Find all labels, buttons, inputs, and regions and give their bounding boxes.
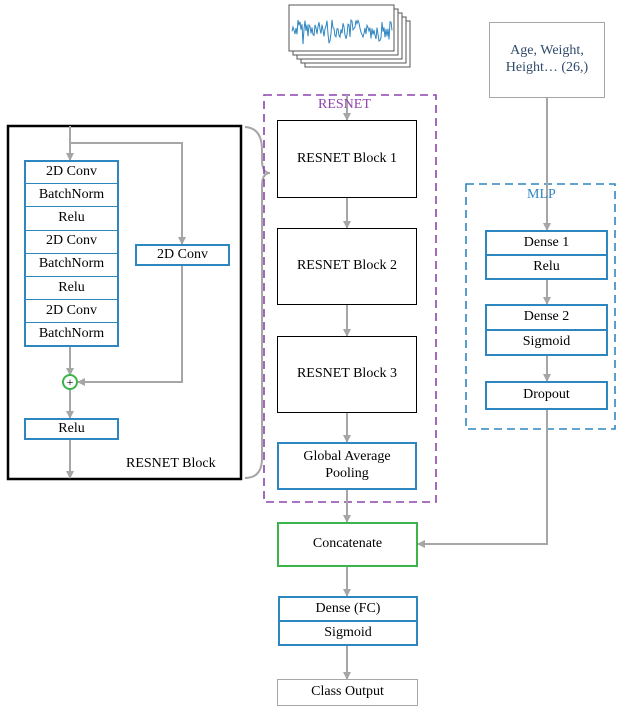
resnet-container xyxy=(263,94,437,503)
mlp-dense1-label: Dense 1 xyxy=(523,234,570,250)
mlp-dropout-label: Dropout xyxy=(523,387,570,403)
resblock-layer-3: Relu xyxy=(24,206,119,231)
resblock-relu-box: Relu xyxy=(24,418,119,440)
shortcut-conv-label: 2D Conv xyxy=(157,246,208,262)
add-node-icon xyxy=(62,374,78,390)
resnet-block-3-label: RESNET Block 3 xyxy=(296,366,398,382)
add-symbol: + xyxy=(66,374,74,389)
class-output-label: Class Output xyxy=(311,684,384,700)
resblock-layer-2: BatchNorm xyxy=(24,183,119,208)
class-output-box: Class Output xyxy=(277,679,418,706)
mlp-dense2-label: Dense 2 xyxy=(523,309,570,325)
resnet-block-3: RESNET Block 3 xyxy=(277,336,417,413)
resblock-layer-label: BatchNorm xyxy=(38,256,105,272)
dense-fc-box: Dense (FC) xyxy=(278,596,418,621)
resnet-block-2: RESNET Block 2 xyxy=(277,228,417,305)
mlp-dropout-box: Dropout xyxy=(485,381,608,410)
resblock-layer-8: BatchNorm xyxy=(24,322,119,347)
resblock-layer-label: BatchNorm xyxy=(38,186,105,202)
mlp-dense1-box: Dense 1 xyxy=(485,230,608,255)
resblock-layer-4: 2D Conv xyxy=(24,229,119,254)
resnet-block-1: RESNET Block 1 xyxy=(277,120,417,198)
input-features-text: Age, Weight, Height… (26,) xyxy=(505,43,589,75)
global-average-pooling-box: Global Average Pooling xyxy=(277,442,417,490)
block-bracket xyxy=(244,126,271,479)
resblock-layer-5: BatchNorm xyxy=(24,252,119,277)
input-features-box: Age, Weight, Height… (26,) xyxy=(489,22,605,98)
mlp-container xyxy=(465,183,616,430)
resblock-layer-7: 2D Conv xyxy=(24,299,119,324)
head-sigmoid-box: Sigmoid xyxy=(278,621,418,646)
resblock-layer-label: 2D Conv xyxy=(46,302,97,318)
concatenate-box: Concatenate xyxy=(277,522,418,567)
mlp-relu-label: Relu xyxy=(533,258,560,274)
resblock-layer-1: 2D Conv xyxy=(24,160,119,185)
mlp-relu-box: Relu xyxy=(485,255,608,280)
concatenate-label: Concatenate xyxy=(312,536,383,552)
mlp-dense2-box: Dense 2 xyxy=(485,304,608,330)
resblock-layer-label: Relu xyxy=(58,279,85,295)
shortcut-conv-box: 2D Conv xyxy=(135,244,230,266)
mlp-title: MLP xyxy=(527,187,556,202)
global-average-pooling-label: Global Average Pooling xyxy=(303,449,391,481)
resnet-block-1-label: RESNET Block 1 xyxy=(296,150,398,166)
resnet-title: RESNET xyxy=(318,97,371,112)
signal-waveform-icon xyxy=(288,4,411,68)
dense-fc-label: Dense (FC) xyxy=(315,600,381,616)
mlp-sigmoid-label: Sigmoid xyxy=(522,334,571,350)
resblock-layer-label: BatchNorm xyxy=(38,325,105,341)
resblock-relu-label: Relu xyxy=(58,420,85,436)
resblock-layer-6: Relu xyxy=(24,276,119,301)
resblock-layer-label: 2D Conv xyxy=(46,233,97,249)
resnet-block-2-label: RESNET Block 2 xyxy=(296,258,398,274)
resblock-layer-label: 2D Conv xyxy=(46,164,97,180)
resblock-layer-label: Relu xyxy=(58,210,85,226)
head-sigmoid-label: Sigmoid xyxy=(324,624,372,640)
resblock-title: RESNET Block xyxy=(126,456,216,471)
mlp-sigmoid-box: Sigmoid xyxy=(485,330,608,356)
resnet-block-detail-frame xyxy=(6,124,243,481)
